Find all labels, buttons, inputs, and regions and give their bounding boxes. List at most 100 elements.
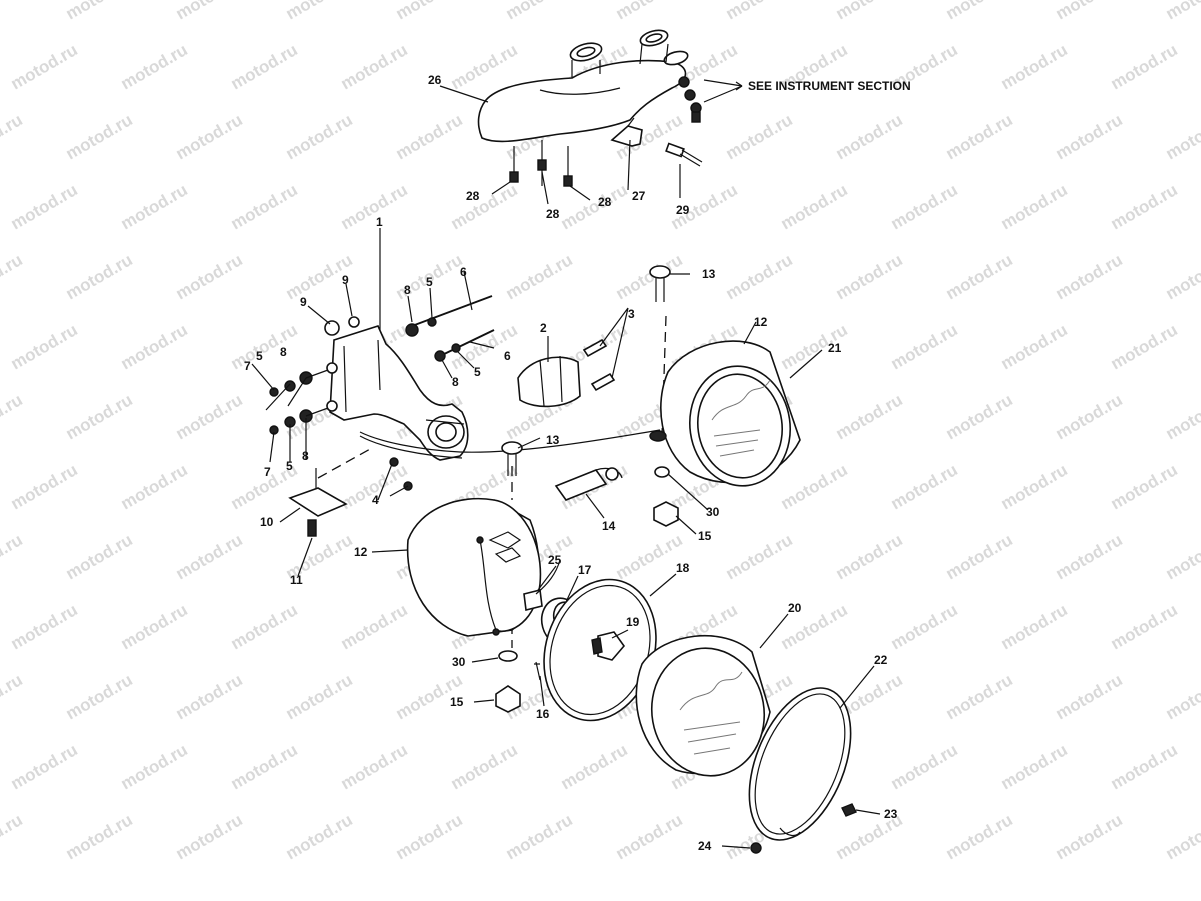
callout-16: 16 [536,707,550,721]
watermark-text: motod.ru [0,110,26,163]
watermark-text: motod.ru [118,740,191,793]
watermark-text: motod.ru [283,110,356,163]
callout-8d: 8 [452,375,459,389]
instrument-bracket [477,29,689,143]
watermark-text: motod.ru [1053,250,1126,303]
callout-3: 3 [628,307,635,321]
watermark-text: motod.ru [283,670,356,723]
watermark-text: motod.ru [8,740,81,793]
watermark-text: motod.ru [723,250,796,303]
watermark-text: motod.ru [503,250,576,303]
watermark-text: motod.ru [118,600,191,653]
watermark-text: motod.ru [338,40,411,93]
watermark-text: motod.ru [338,740,411,793]
watermark-text: motod.ru [1053,110,1126,163]
callout-5a: 5 [256,349,263,363]
plate-10 [288,487,348,517]
watermark-text: motod.ru [613,250,686,303]
watermark-text: motod.ru [173,670,246,723]
see-instrument-note: SEE INSTRUMENT SECTION [748,79,911,93]
watermark-text: motod.ru [723,530,796,583]
callout-6a: 6 [460,265,467,279]
watermark-text: motod.ru [1163,530,1201,583]
callout-5b: 5 [286,459,293,473]
callout-25: 25 [548,553,562,567]
watermark-text: motod.ru [1163,250,1201,303]
watermark-text: motod.ru [1053,810,1126,863]
callout-15-right: 15 [698,529,712,543]
watermark-text: motod.ru [943,250,1016,303]
callout-1: 1 [376,215,383,229]
watermark-text: motod.ru [0,670,26,723]
watermark-text: motod.ru [1108,180,1181,233]
watermark-text: motod.ru [448,180,521,233]
watermark-text: motod.ru [1108,600,1181,653]
watermark-text: motod.ru [833,390,906,443]
watermark-layer: motod.ru motod.ru motod.ru motod.ru motod.ru… [0,0,1201,863]
watermark-text: motod.ru [228,740,301,793]
retaining-ring-22 [748,687,852,841]
watermark-text: motod.ru [503,0,576,23]
callout-4: 4 [372,493,379,507]
callout-27: 27 [632,189,646,203]
callout-17: 17 [578,563,592,577]
watermark-text: motod.ru [63,0,136,23]
callout-18: 18 [676,561,690,575]
watermark-text: motod.ru [283,810,356,863]
watermark-text: motod.ru [1163,0,1201,23]
washer-5-b [451,343,461,353]
nut-8-a [405,323,419,337]
callout-26: 26 [428,73,442,87]
callout-22: 22 [874,653,888,667]
watermark-text: motod.ru [173,390,246,443]
callout-11: 11 [290,573,303,587]
callout-28b: 28 [546,207,560,221]
watermark-text: motod.ru [943,670,1016,723]
callout-6b: 6 [504,349,511,363]
watermark-text: motod.ru [0,810,26,863]
nut-8-b [434,350,446,362]
watermark-text: motod.ru [63,250,136,303]
watermark-text: motod.ru [888,180,961,233]
watermark-text: motod.ru [1163,810,1201,863]
watermark-text: motod.ru [393,0,466,23]
watermark-text: motod.ru [0,0,26,23]
headlight-housing-right [660,340,801,487]
watermark-text: motod.ru [63,530,136,583]
bracket-clip [610,125,643,147]
watermark-text: motod.ru [613,810,686,863]
watermark-text: motod.ru [228,600,301,653]
callout-9b: 9 [342,273,349,287]
callout-8a: 8 [280,345,287,359]
washer-9-a [324,320,340,336]
watermark-text: motod.ru [63,110,136,163]
watermark-text: motod.ru [118,320,191,373]
watermark-text: motod.ru [173,810,246,863]
callout-28a: 28 [466,189,480,203]
callout-8b: 8 [302,449,309,463]
callout-5c: 5 [426,275,433,289]
watermark-text: motod.ru [833,0,906,23]
watermark-text: motod.ru [723,110,796,163]
watermark-text: motod.ru [393,810,466,863]
watermark-text: motod.ru [888,740,961,793]
callout-13-top: 13 [702,267,716,281]
watermark-text: motod.ru [998,740,1071,793]
watermark-text: motod.ru [888,320,961,373]
connector-14 [554,467,623,501]
watermark-text: motod.ru [8,600,81,653]
callout-15-left: 15 [450,695,464,709]
watermark-text: motod.ru [1053,670,1126,723]
watermark-text: motod.ru [1053,390,1126,443]
screw-28-b [537,159,547,171]
watermark-text: motod.ru [1108,320,1181,373]
watermark-text: motod.ru [228,40,301,93]
watermark-text: motod.ru [448,740,521,793]
callout-5d: 5 [474,365,481,379]
watermark-text: motod.ru [1053,530,1126,583]
watermark-text: motod.ru [943,390,1016,443]
callout-7b: 7 [264,465,271,479]
watermark-text: motod.ru [778,460,851,513]
clamp-2 [517,355,581,408]
